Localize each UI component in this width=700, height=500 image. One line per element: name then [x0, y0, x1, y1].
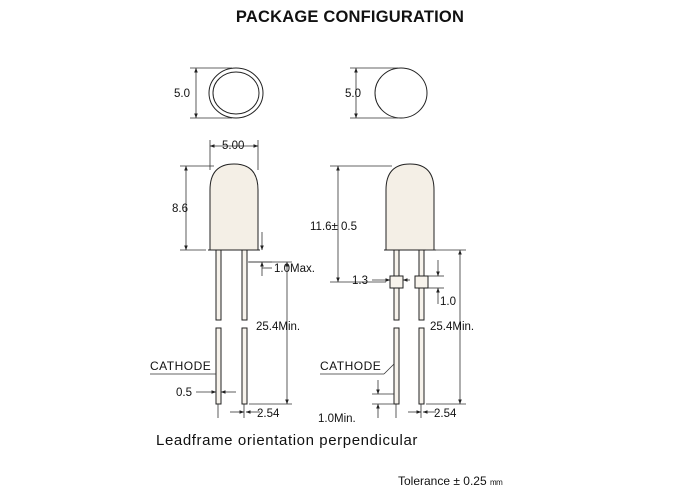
right-top-diameter-label: 5.0 [345, 88, 361, 100]
right-tab-height-label: 1.0 [440, 296, 456, 308]
right-anode-tab [414, 275, 429, 289]
left-body-width-label: 5.00 [222, 140, 244, 152]
left-lead-spacing-label: 2.54 [257, 408, 280, 420]
left-led-body [209, 163, 259, 251]
diagram-title: PACKAGE CONFIGURATION [235, 8, 465, 26]
tolerance-note: Tolerance ± 0.25 mm [398, 474, 503, 488]
right-led-body [385, 163, 435, 251]
right-cathode-tab [389, 275, 404, 289]
left-lead-length-label: 25.4Min. [256, 321, 300, 333]
tolerance-unit: mm [490, 478, 503, 487]
left-body-height-label: 8.6 [172, 203, 188, 215]
left-side-view: 5.00 8.6 1.0Max. 25.4Min. CATHODE 0.5 [150, 140, 315, 420]
tolerance-value: ± 0.25 [453, 474, 487, 488]
right-lead-spacing-label: 2.54 [434, 408, 457, 420]
right-lead-min-label: 1.0Min. [318, 413, 356, 425]
left-anode-lead [241, 249, 248, 321]
tolerance-label: Tolerance [398, 474, 451, 488]
right-body-height-label: 11.6± 0.5 [310, 221, 357, 233]
left-cathode-label: CATHODE [150, 359, 211, 373]
left-lead-width-label: 0.5 [176, 387, 192, 399]
right-lead-length-label: 25.4Min. [430, 321, 474, 333]
left-cathode-lead [215, 249, 222, 321]
left-top-view: 5.0 [174, 67, 264, 119]
left-led-top-circle [208, 67, 264, 119]
right-tab-width-label: 1.3 [352, 275, 368, 287]
left-top-diameter-label: 5.0 [174, 88, 190, 100]
right-top-view: 5.0 [345, 67, 428, 119]
right-cathode-label: CATHODE [320, 359, 381, 373]
right-led-top-circle [374, 67, 428, 119]
left-led-top-inner-circle [212, 71, 260, 115]
orientation-caption: Leadframe orientation perpendicular [156, 432, 418, 449]
right-side-view: 11.6± 0.5 1.3 1.0 25.4Min. CATHODE 1.0M [310, 163, 474, 425]
left-lead-stop-label: 1.0Max. [274, 263, 315, 275]
